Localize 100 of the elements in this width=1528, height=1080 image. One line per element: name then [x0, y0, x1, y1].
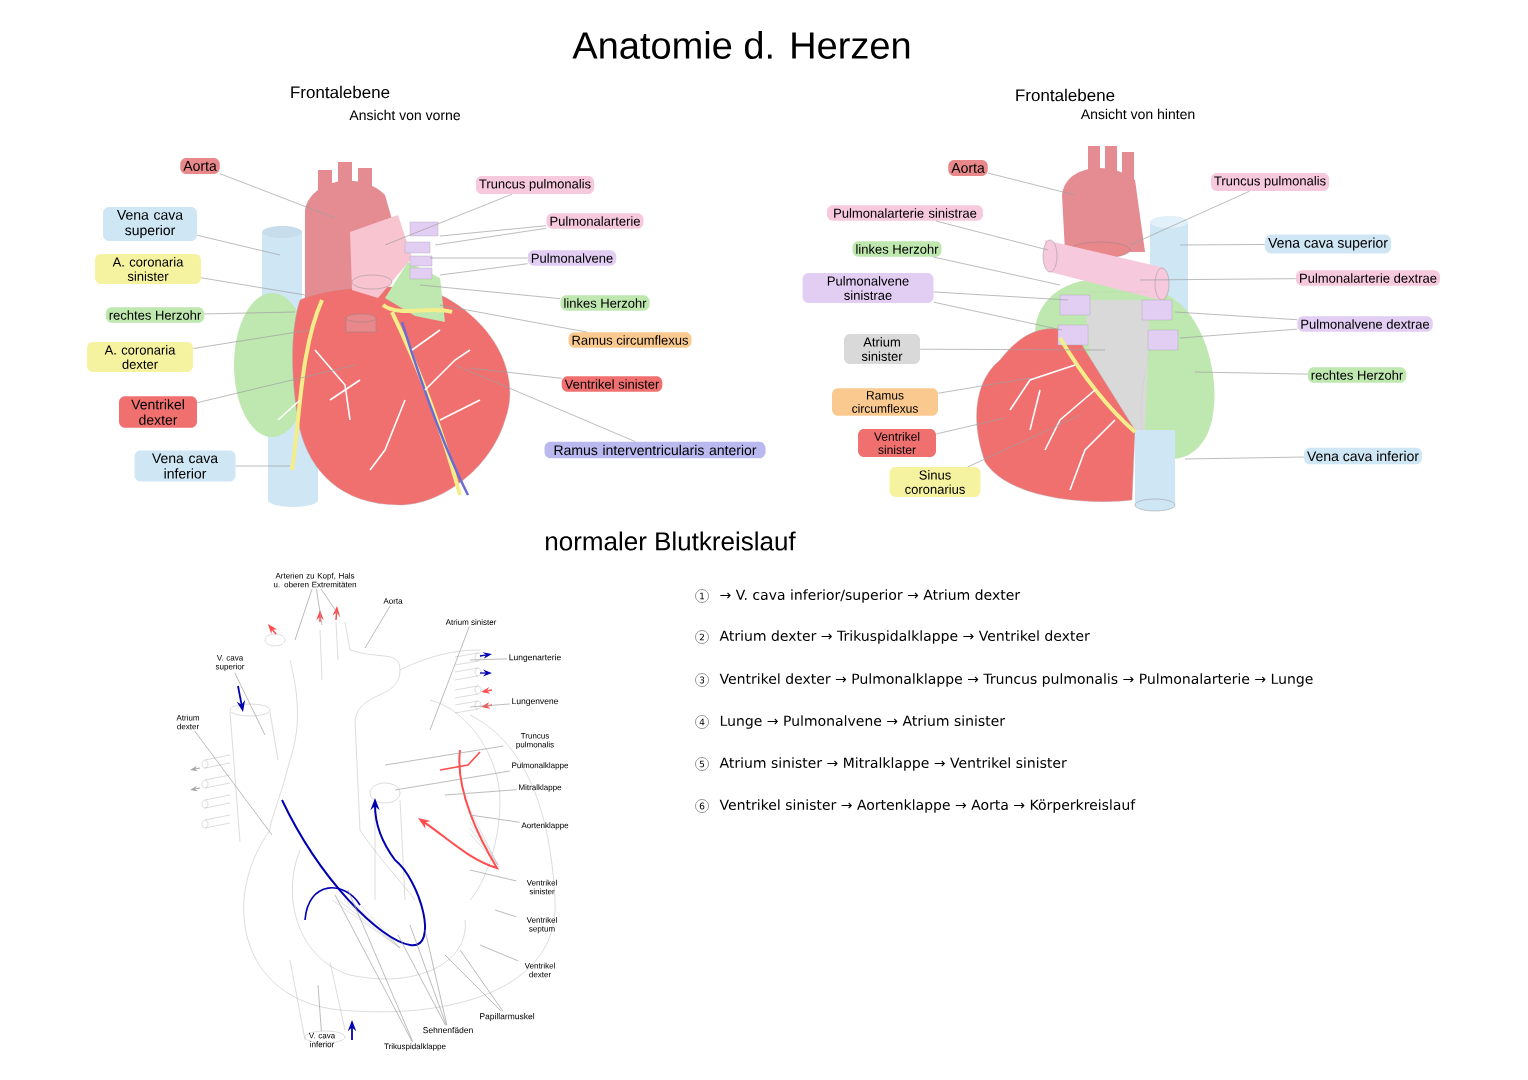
label-tag: Pulmonalarterie sinistrae: [827, 205, 983, 221]
leader-line: [439, 304, 588, 333]
label-tag: A. coronaria sinister: [95, 254, 201, 284]
leader-line: [494, 909, 517, 918]
leader-line: [1194, 371, 1308, 375]
leader-line: [919, 348, 1106, 351]
label-tag: Pulmonalvene: [527, 250, 617, 266]
part-label: Aorta: [383, 598, 403, 604]
step-number: 2: [695, 630, 709, 644]
leader-line: [1129, 190, 1250, 246]
label-tag: Atrium sinister: [844, 334, 920, 364]
leader-line: [933, 301, 1063, 331]
label-tag: Truncus pulmonalis: [475, 175, 595, 195]
leader-line: [347, 889, 414, 1042]
leader-line: [479, 944, 519, 962]
leader-line: [397, 934, 446, 1026]
leader-line: [196, 234, 281, 256]
leader-line: [935, 220, 1049, 251]
label-tag: Pulmonalarterie: [546, 213, 644, 229]
title: Anatomie d. Herzen: [572, 31, 910, 59]
leader-line: [469, 658, 508, 661]
leader-line: [1179, 244, 1266, 246]
step-number: 6: [695, 799, 709, 813]
leader-line: [200, 277, 306, 296]
part-label: Papillarmuskel: [480, 1013, 535, 1021]
leader-line: [454, 364, 636, 443]
label-tag: Pulmonalvene sinistrae: [802, 273, 934, 303]
part-label: Ventrikel dexter: [524, 962, 555, 978]
leader-line: [937, 377, 1031, 394]
leader-line: [469, 869, 517, 882]
part-label: Ventrikel sinister: [526, 879, 557, 895]
flow-step: Ventrikel sinister → Aortenklappe → Aorta → Körperkreislauf: [719, 799, 1136, 813]
leader-line: [933, 291, 1069, 301]
label-tag: Ramus interventricularis anterior: [544, 441, 766, 459]
label-tag: Ramus circumflexus: [568, 332, 692, 348]
flow-step: Lunge → Pulmonalvene → Atrium sinister: [720, 715, 1006, 729]
leader-line: [444, 954, 502, 1012]
leader-line: [444, 789, 518, 796]
leader-line: [409, 924, 447, 1026]
part-label: V. cava superior: [215, 655, 245, 671]
leader-line: [316, 588, 323, 626]
leader-line: [1179, 328, 1298, 339]
leader-line: [469, 703, 511, 708]
leader-line: [204, 311, 296, 315]
leader-line: [424, 929, 448, 1026]
leader-line: [459, 949, 504, 1012]
leader-line: [235, 465, 291, 467]
part-label: Arterien zu Kopf, Hals u. oberen Extremitäten: [273, 572, 357, 588]
leader-line: [419, 284, 561, 299]
label-tag: Sinus coronarius: [889, 467, 981, 497]
label-tag: rechtes Herzohr: [105, 307, 205, 323]
leader-line: [434, 227, 547, 246]
label-tag: Vena cava superior: [1265, 234, 1391, 254]
label-tag: Vena cava superior: [103, 207, 197, 241]
leader-line: [334, 894, 413, 1042]
leader-line: [429, 626, 470, 731]
leader-line: [234, 672, 266, 736]
leader-line: [320, 588, 341, 618]
part-label: V. cava inferior: [308, 1032, 336, 1048]
label-tag: linkes Herzohr: [560, 295, 650, 311]
label-tag: Aorta: [948, 160, 988, 176]
part-label: Lungenvene: [512, 698, 558, 706]
leader-line: [384, 193, 513, 246]
leader-line: [192, 329, 311, 349]
label-tag: A. coronaria dexter: [87, 342, 193, 372]
leader-line: [439, 225, 547, 237]
label-tag: linkes Herzohr: [852, 241, 942, 257]
heading: normaler Blutkreislauf: [546, 531, 796, 551]
leader-line: [294, 588, 313, 641]
part-label: Truncus pulmonalis: [516, 733, 554, 749]
heading: Frontalebene: [291, 85, 390, 99]
label-tag: Aorta: [180, 158, 220, 174]
leader-line: [384, 745, 504, 766]
flow-step: Atrium dexter → Trikuspidalklappe → Ventrikel dexter: [719, 630, 1090, 644]
label-tag: Ventrikel sinister: [561, 376, 663, 392]
part-label: Aortenklappe: [521, 822, 569, 830]
leader-line: [1174, 311, 1298, 321]
part-label: Atrium dexter: [176, 714, 200, 730]
part-label: Lungenarterie: [509, 654, 561, 662]
leader-line: [439, 263, 528, 276]
leader-line: [196, 364, 356, 404]
leader-line: [219, 173, 336, 219]
subheading: Ansicht von vorne: [349, 109, 460, 121]
leader-line: [935, 417, 1006, 435]
flow-step: → V. cava inferior/superior → Atrium dexter: [720, 589, 1021, 603]
leader-line: [987, 172, 1076, 196]
leader-line: [469, 367, 562, 379]
label-tag: Pulmonalarterie dextrae: [1296, 270, 1441, 286]
label-tag: Truncus pulmonalis: [1210, 172, 1330, 192]
step-number: 1: [695, 589, 709, 603]
label-tag: rechtes Herzohr: [1307, 367, 1407, 383]
flow-step: Ventrikel dexter → Pulmonalklappe → Truncus pulmonalis → Pulmonalarterie → Lunge: [719, 673, 1313, 687]
label-tag: Vena cava inferior: [134, 450, 236, 482]
leader-line: [967, 414, 1081, 468]
leader-line: [1139, 278, 1297, 281]
part-label: Sehnenfäden: [423, 1026, 473, 1034]
heading: Frontalebene: [1016, 88, 1115, 102]
label-tag: Vena cava inferior: [1304, 447, 1423, 465]
leader-line: [394, 770, 511, 791]
label-tag: Pulmonalvene dextrae: [1297, 316, 1433, 332]
